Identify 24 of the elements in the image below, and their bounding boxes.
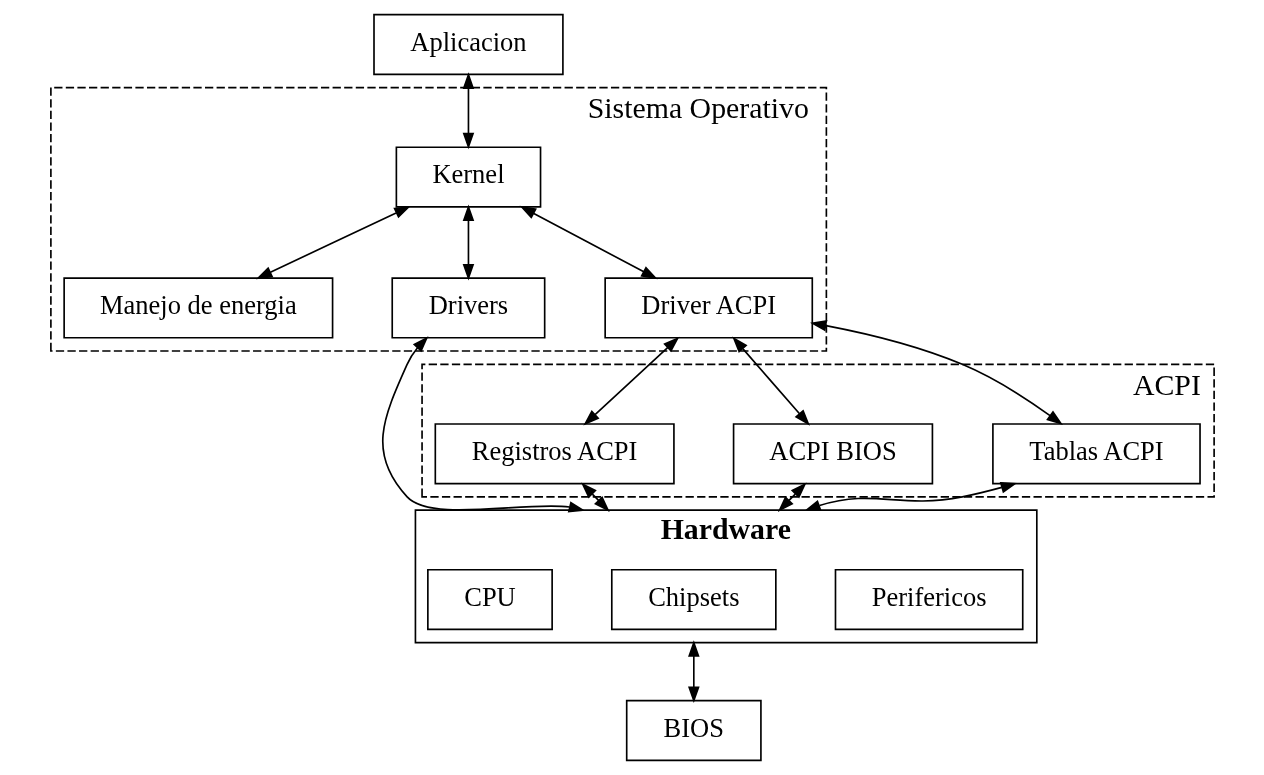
node-box: CPU xyxy=(426,568,553,631)
node-box: Kernel xyxy=(395,146,541,208)
arrow xyxy=(462,204,474,281)
arrow xyxy=(777,482,807,512)
arrow xyxy=(580,482,610,512)
arrow xyxy=(381,336,585,513)
node-box: ACPI BIOS xyxy=(732,423,933,485)
node-box: Registros ACPI xyxy=(434,423,675,485)
arrow xyxy=(582,336,679,426)
arrow xyxy=(255,205,411,280)
arrow xyxy=(687,640,700,704)
arrow xyxy=(809,320,1063,426)
arrow xyxy=(519,205,658,280)
node-box: Aplicacion xyxy=(372,13,564,76)
arrow xyxy=(803,481,1017,511)
node-box: Tablas ACPI xyxy=(991,423,1201,485)
node-box: Driver ACPI xyxy=(603,277,813,339)
arrow xyxy=(462,72,474,150)
node-box: BIOS xyxy=(625,699,762,762)
node-box: Drivers xyxy=(390,277,545,339)
node-box: Chipsets xyxy=(610,568,777,631)
node-box: Manejo de energia xyxy=(62,277,333,339)
arrow xyxy=(731,336,810,426)
node-box: Perifericos xyxy=(834,568,1024,631)
